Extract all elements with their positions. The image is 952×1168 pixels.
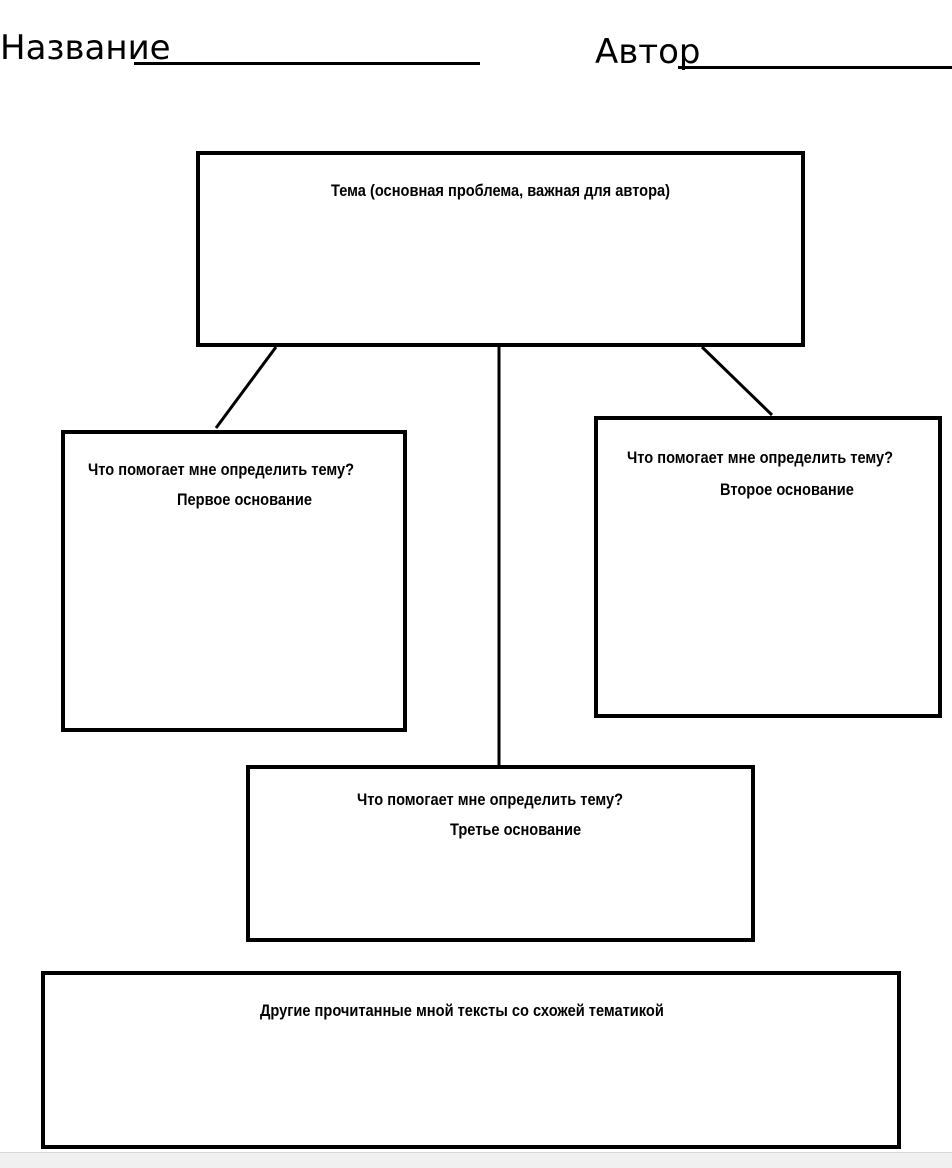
bottom-scroll-strip: [0, 1152, 952, 1168]
first-reason-question: Что помогает мне определить тему?: [88, 460, 355, 479]
theme-box-label: Тема (основная проблема, важная для авто…: [331, 181, 671, 200]
first-reason-box[interactable]: Что помогает мне определить тему? Первое…: [61, 430, 407, 732]
title-label: Название: [0, 28, 171, 68]
theme-box[interactable]: Тема (основная проблема, важная для авто…: [196, 151, 805, 347]
second-reason-label: Второе основание: [720, 480, 854, 499]
title-fill-line[interactable]: [134, 62, 480, 65]
second-reason-question: Что помогает мне определить тему?: [627, 448, 894, 467]
connector-theme-to-second: [700, 345, 774, 417]
connector-theme-to-first: [214, 346, 278, 429]
first-reason-label: Первое основание: [177, 490, 312, 509]
third-reason-question: Что помогает мне определить тему?: [357, 790, 624, 809]
second-reason-box[interactable]: Что помогает мне определить тему? Второе…: [594, 416, 942, 718]
other-texts-label: Другие прочитанные мной тексты со схожей…: [260, 1001, 664, 1020]
author-fill-line[interactable]: [678, 66, 952, 69]
third-reason-label: Третье основание: [450, 820, 582, 839]
author-label: Автор: [595, 32, 701, 72]
other-texts-box[interactable]: Другие прочитанные мной тексты со схожей…: [41, 971, 901, 1149]
third-reason-box[interactable]: Что помогает мне определить тему? Третье…: [246, 765, 755, 942]
